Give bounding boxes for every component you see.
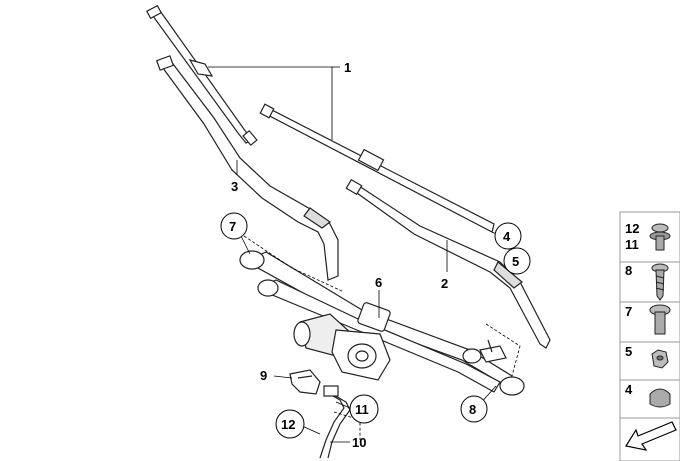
legend-label-4: 4 [625,382,633,397]
callout-circle-11: 11 [349,394,379,424]
svg-text:12: 12 [281,417,295,432]
wiper-blade-left [146,4,258,147]
bolt-icon [649,304,671,335]
legend-label-11: 11 [625,237,639,252]
wiper-blade-right [259,103,495,233]
callout-9: 9 [260,368,267,383]
svg-text:4: 4 [503,229,511,244]
wiper-arm-left [155,55,339,281]
hex-nut-icon [651,349,669,369]
callout-6: 6 [375,275,382,290]
callout-circle-12: 12 [275,409,305,439]
direction-arrow-icon [625,421,677,451]
svg-text:7: 7 [229,219,236,234]
callout-10: 10 [352,435,366,450]
callout-1: 1 [344,60,351,75]
callout-circle-8: 8 [460,395,488,423]
svg-text:5: 5 [512,254,519,269]
svg-text:8: 8 [469,402,476,417]
cap-icon [649,388,671,408]
legend-label-7: 7 [625,304,632,319]
bracket-part [289,369,321,395]
legend-label-12: 12 [625,221,639,236]
svg-text:11: 11 [355,402,369,417]
callout-circle-4: 4 [494,222,522,250]
wiper-motor [293,313,391,381]
callout-circle-7: 7 [220,212,248,240]
wiper-arm-right [345,178,551,349]
legend-label-5: 5 [625,344,632,359]
long-screw-icon [651,263,669,301]
callout-circle-5: 5 [503,247,531,275]
parts-legend: 12 11 8 7 5 4 [619,211,680,461]
callout-2: 2 [441,276,448,291]
screw-washer-icon [649,223,671,251]
legend-label-8: 8 [625,263,632,278]
callout-3: 3 [231,179,238,194]
cable-part [319,385,351,459]
